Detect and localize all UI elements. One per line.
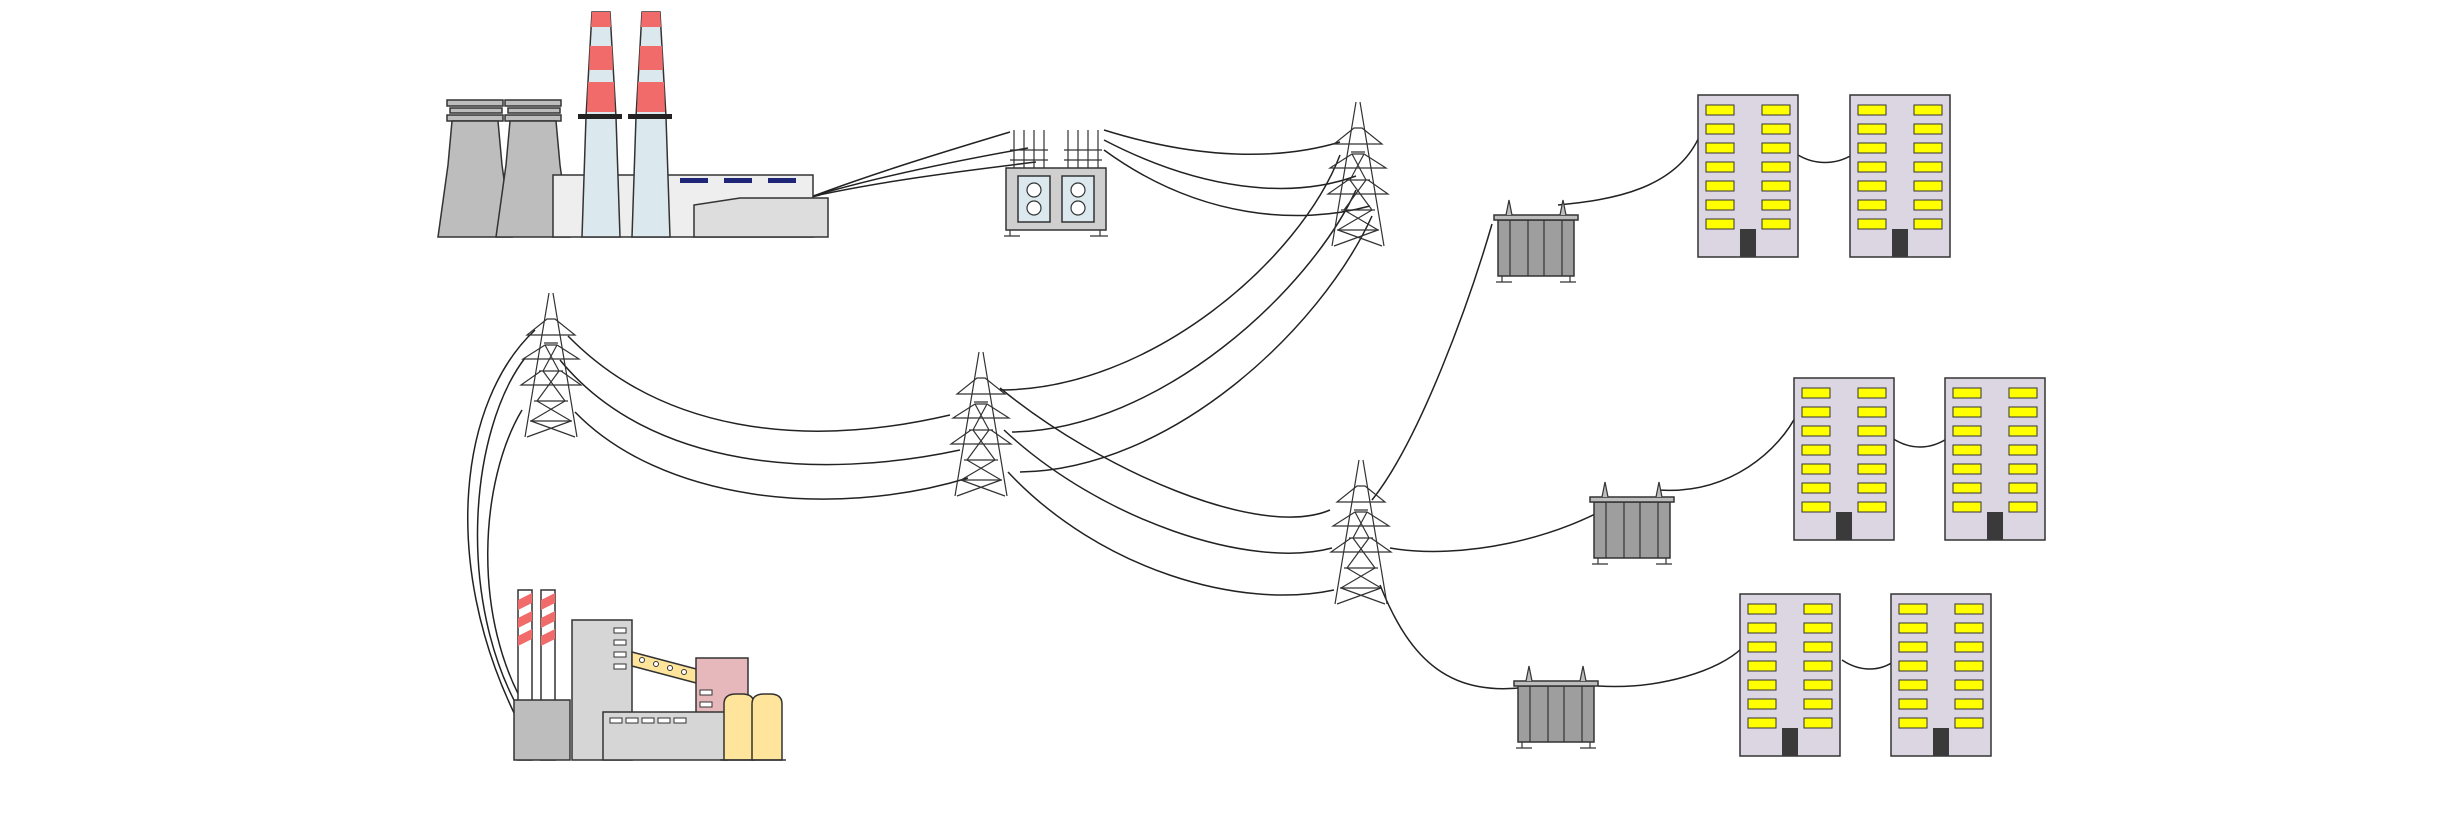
transmission-tower-icon <box>520 292 582 438</box>
power-line <box>1003 429 1333 554</box>
window <box>680 178 708 183</box>
transmission-tower-icon <box>950 351 1012 497</box>
power-line <box>574 411 969 500</box>
apartment-building-icon <box>1739 593 1841 757</box>
power-line <box>1103 129 1341 156</box>
distribution-transformer-icon <box>1513 665 1599 749</box>
power-line <box>1019 215 1373 473</box>
power-line <box>787 161 1037 203</box>
power-line <box>1557 129 1703 206</box>
power-line <box>1891 437 1949 448</box>
power-line <box>487 409 531 716</box>
power-line <box>999 387 1331 518</box>
chimney-icon <box>628 11 672 238</box>
cooling-tower-icon <box>495 99 571 238</box>
power-line <box>1389 496 1626 553</box>
power-line <box>476 357 526 716</box>
power-line <box>1379 584 1536 690</box>
apartment-building-icon <box>1793 377 1895 541</box>
power-line <box>559 359 961 466</box>
apartment-building-icon <box>1849 94 1951 258</box>
power-line <box>1371 223 1493 501</box>
power-line <box>1597 647 1743 688</box>
window <box>724 178 752 183</box>
apartment-building-icon <box>1944 377 2046 541</box>
distribution-transformer-icon <box>1589 481 1675 565</box>
power-line <box>783 147 1029 206</box>
switchyard <box>693 197 829 238</box>
distribution-transformer-icon <box>1493 199 1579 283</box>
apartment-building-icon <box>1890 593 1992 757</box>
power-line <box>999 154 1341 391</box>
power-line <box>1007 471 1335 596</box>
power-lines <box>467 129 1949 716</box>
power-line <box>1103 149 1371 217</box>
thermal-power-plant-icon <box>437 11 829 238</box>
cooling-tower-icon <box>437 99 513 238</box>
chimney-icon <box>578 11 622 238</box>
power-line <box>467 329 536 716</box>
transmission-tower-icon <box>1330 459 1392 605</box>
fuel-tank-icon <box>720 693 786 761</box>
window <box>768 178 796 183</box>
apartment-building-icon <box>1697 94 1799 258</box>
power-line <box>567 335 951 432</box>
power-line <box>1841 659 1897 670</box>
power-line <box>1011 189 1357 433</box>
step-up-transformer-icon <box>1004 130 1108 237</box>
factory-power-plant-icon <box>513 589 786 761</box>
power-line <box>1657 411 1799 492</box>
power-line <box>1797 154 1853 164</box>
power-line <box>1103 139 1357 190</box>
